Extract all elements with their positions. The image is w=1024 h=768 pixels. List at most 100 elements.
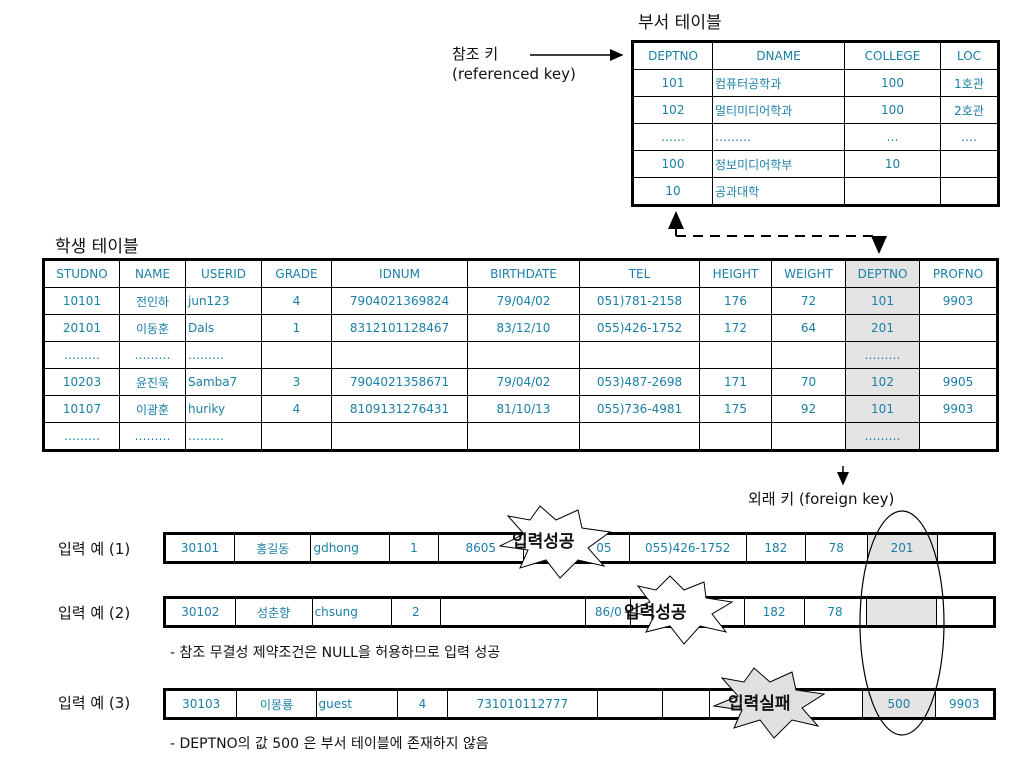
student-table-cell: ………: [185, 341, 262, 369]
burst-success-2: 입력성공: [624, 575, 734, 645]
student-table-cell: [579, 341, 700, 369]
example-2-cell: 86/0: [585, 597, 632, 627]
example-1-cell: 홍길동: [234, 533, 312, 563]
dept-table-cell: 멀티미디어학과: [712, 96, 845, 124]
foreign-key-label: 외래 키 (foreign key): [748, 490, 895, 508]
example-1-label: 입력 예 (1): [58, 540, 131, 558]
example-3-cell: 731010112777: [447, 689, 598, 719]
example-3-cell: 500: [862, 689, 936, 719]
student-table-cell: [771, 341, 846, 369]
dept-table-cell: 10: [632, 177, 713, 206]
example-1-cell: gdhong: [310, 533, 390, 563]
student-table-header-0: STUDNO: [43, 259, 120, 288]
student-table-row: ………………………………: [43, 341, 998, 369]
example-2-cell: 78: [803, 597, 867, 627]
student-table-cell: 9905: [919, 368, 998, 396]
student-table-cell: 055)426-1752: [579, 314, 700, 342]
student-table-cell: ………: [43, 341, 120, 369]
student-table-header-1: NAME: [119, 259, 186, 288]
student-table-cell: 101: [845, 395, 920, 423]
student-table-cell: [771, 422, 846, 451]
student-table-cell: 102: [845, 368, 920, 396]
example-1-cell: 201: [866, 533, 938, 563]
example-2-cell: 성춘향: [234, 597, 313, 627]
example-2-cell: 30102: [164, 597, 236, 627]
student-table-cell: ………: [119, 422, 186, 451]
example-3-cell: [662, 689, 710, 719]
dept-table-cell: 정보미디어학부: [712, 150, 845, 178]
student-table-cell: [331, 422, 468, 451]
student-table-cell: 전인하: [119, 287, 186, 315]
student-table-cell: 92: [771, 395, 846, 423]
example-2-label: 입력 예 (2): [58, 604, 131, 622]
burst-failure-3-text: 입력실패: [728, 694, 791, 714]
dept-table-header-0: DEPTNO: [632, 41, 713, 70]
student-table-cell: 10203: [43, 368, 120, 396]
example-3-cell: [596, 689, 664, 719]
student-table-cell: 7904021358671: [331, 368, 468, 396]
example-2-cell: [865, 597, 938, 627]
example-1-cell: 055)426-1752: [628, 533, 747, 563]
student-table-cell: 9903: [919, 395, 998, 423]
example-3-cell: 9903: [934, 689, 996, 719]
example-1-cell: 8605: [437, 533, 524, 563]
student-table-cell: 171: [699, 368, 772, 396]
student-table-cell: [579, 422, 700, 451]
student-table-cell: 176: [699, 287, 772, 315]
student-table-cell: 83/12/10: [467, 314, 580, 342]
student-table-cell: 8109131276431: [331, 395, 468, 423]
example-3-label: 입력 예 (3): [58, 694, 131, 712]
dept-table-cell: 101: [632, 69, 713, 97]
example-2-cell: 2: [390, 597, 441, 627]
dept-table-cell: 100: [844, 69, 941, 97]
student-table-cell: ………: [119, 341, 186, 369]
dept-table-cell: [940, 177, 999, 206]
student-table-cell: Samba7: [185, 368, 262, 396]
example-2-cell: [936, 597, 995, 627]
student-table-cell: 윤진욱: [119, 368, 186, 396]
referenced-key-sublabel: (referenced key): [452, 65, 576, 83]
student-table-row: ………………………………: [43, 422, 998, 451]
burst-success-1: 입력성공: [498, 505, 612, 579]
student-table-cell: 175: [699, 395, 772, 423]
student-table-cell: 10107: [43, 395, 120, 423]
dept-table-cell: 컴퓨터공학과: [712, 69, 845, 97]
student-table-cell: [919, 314, 998, 342]
student-table-cell: jun123: [185, 287, 262, 315]
example-2-cell: 182: [743, 597, 805, 627]
burst-failure-3: 입력실패: [712, 667, 826, 739]
dept-table-row: ………………….: [632, 123, 999, 151]
example-2-cell: chsung: [311, 597, 392, 627]
dept-table-cell: 100: [632, 150, 713, 178]
example-3-cell: guest: [315, 689, 398, 719]
example-2-cell: [439, 597, 587, 627]
student-table-header-5: BIRTHDATE: [467, 259, 580, 288]
student-table-cell: 053)487-2698: [579, 368, 700, 396]
dept-table-cell: 2호관: [940, 96, 999, 124]
student-table-cell: 72: [771, 287, 846, 315]
dept-table-title: 부서 테이블: [638, 13, 722, 33]
student-table-cell: [699, 422, 772, 451]
dept-table-header-2: COLLEGE: [844, 41, 941, 70]
student-table-cell: 051)781-2158: [579, 287, 700, 315]
student-table-title: 학생 테이블: [55, 237, 139, 257]
student-table-cell: 201: [845, 314, 920, 342]
deptno-highlight-ellipse: [859, 510, 945, 736]
student-table-cell: 055)736-4981: [579, 395, 700, 423]
burst-success-2-text: 입력성공: [624, 603, 687, 623]
dept-table-cell: [940, 150, 999, 178]
student-table-cell: 101: [845, 287, 920, 315]
example-3-note: - DEPTNO의 값 500 은 부서 테이블에 존재하지 않음: [170, 736, 489, 752]
student-table-cell: 이동훈: [119, 314, 186, 342]
dept-table-cell: 공과대학: [712, 177, 845, 206]
student-table-cell: 1: [261, 314, 332, 342]
dept-table-cell: 100: [844, 96, 941, 124]
student-table-cell: [919, 422, 998, 451]
